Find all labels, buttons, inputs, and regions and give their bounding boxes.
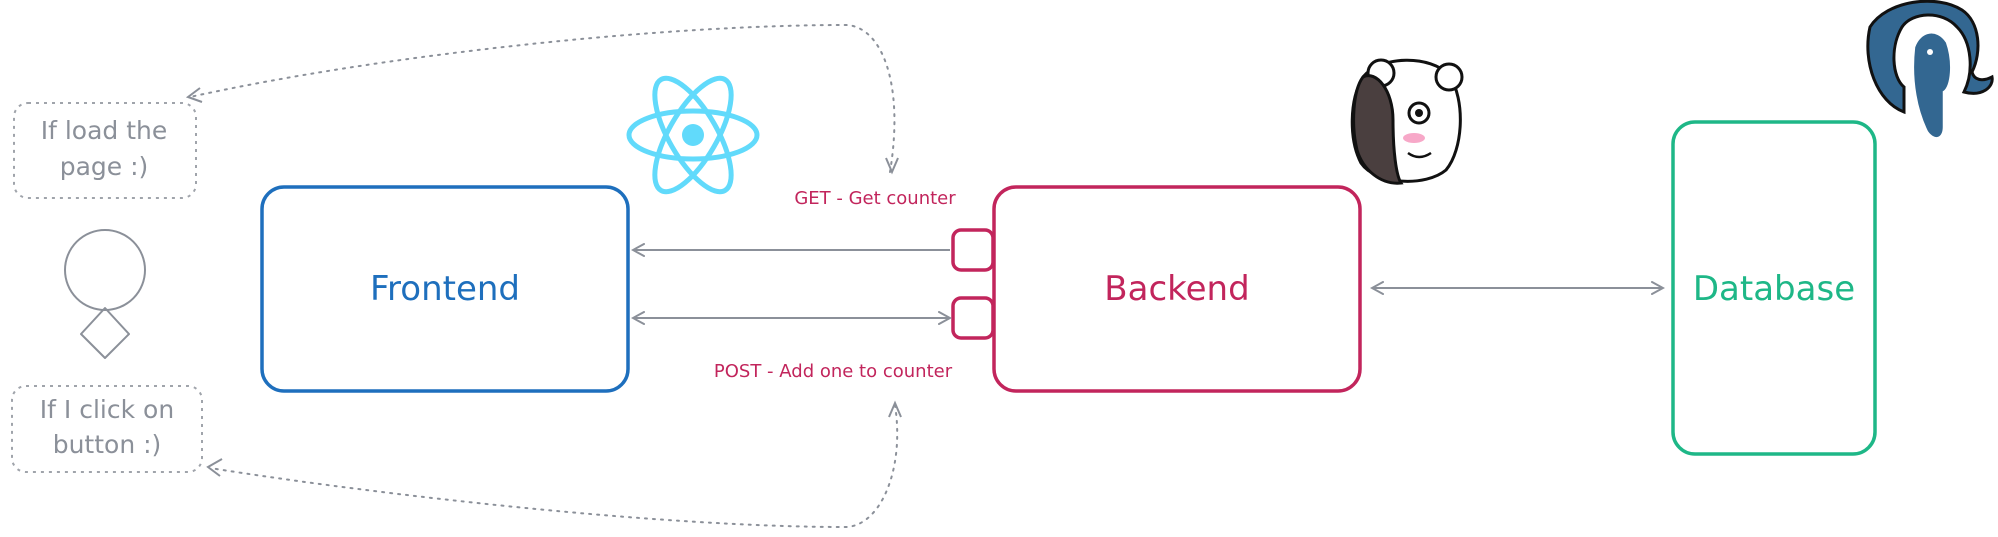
frontend-label: Frontend — [370, 269, 520, 309]
postgresql-elephant-icon — [1866, 0, 1994, 140]
user-actor-icon — [64, 229, 146, 359]
note-load-page: If load the page :) — [13, 102, 197, 199]
note-click-button: If I click on button :) — [11, 385, 203, 473]
dotted-connector-click-head — [888, 400, 902, 418]
get-label: GET - Get counter — [794, 188, 956, 209]
dotted-connector-click — [209, 404, 899, 529]
frontend-node: Frontend — [260, 185, 630, 393]
backend-port-get — [951, 228, 995, 272]
note-load-page-line2: page :) — [60, 152, 149, 181]
dotted-connector-load — [189, 23, 896, 173]
database-label: Database — [1693, 269, 1855, 309]
database-node: Database — [1671, 120, 1877, 456]
dotted-connector-click-tail — [206, 458, 223, 477]
backend-label: Backend — [1104, 269, 1249, 309]
note-click-button-line1: If I click on — [40, 395, 174, 424]
react-icon — [626, 75, 760, 195]
dotted-connector-load-head — [885, 157, 899, 175]
backend-node: Backend — [992, 185, 1362, 393]
bun-bear-icon — [1350, 58, 1464, 185]
post-label: POST - Add one to counter — [714, 361, 953, 382]
note-load-page-line1: If load the — [41, 116, 168, 145]
dotted-connector-load-tail — [185, 87, 203, 103]
note-click-button-line2: button :) — [53, 430, 162, 459]
backend-port-post — [951, 296, 995, 340]
